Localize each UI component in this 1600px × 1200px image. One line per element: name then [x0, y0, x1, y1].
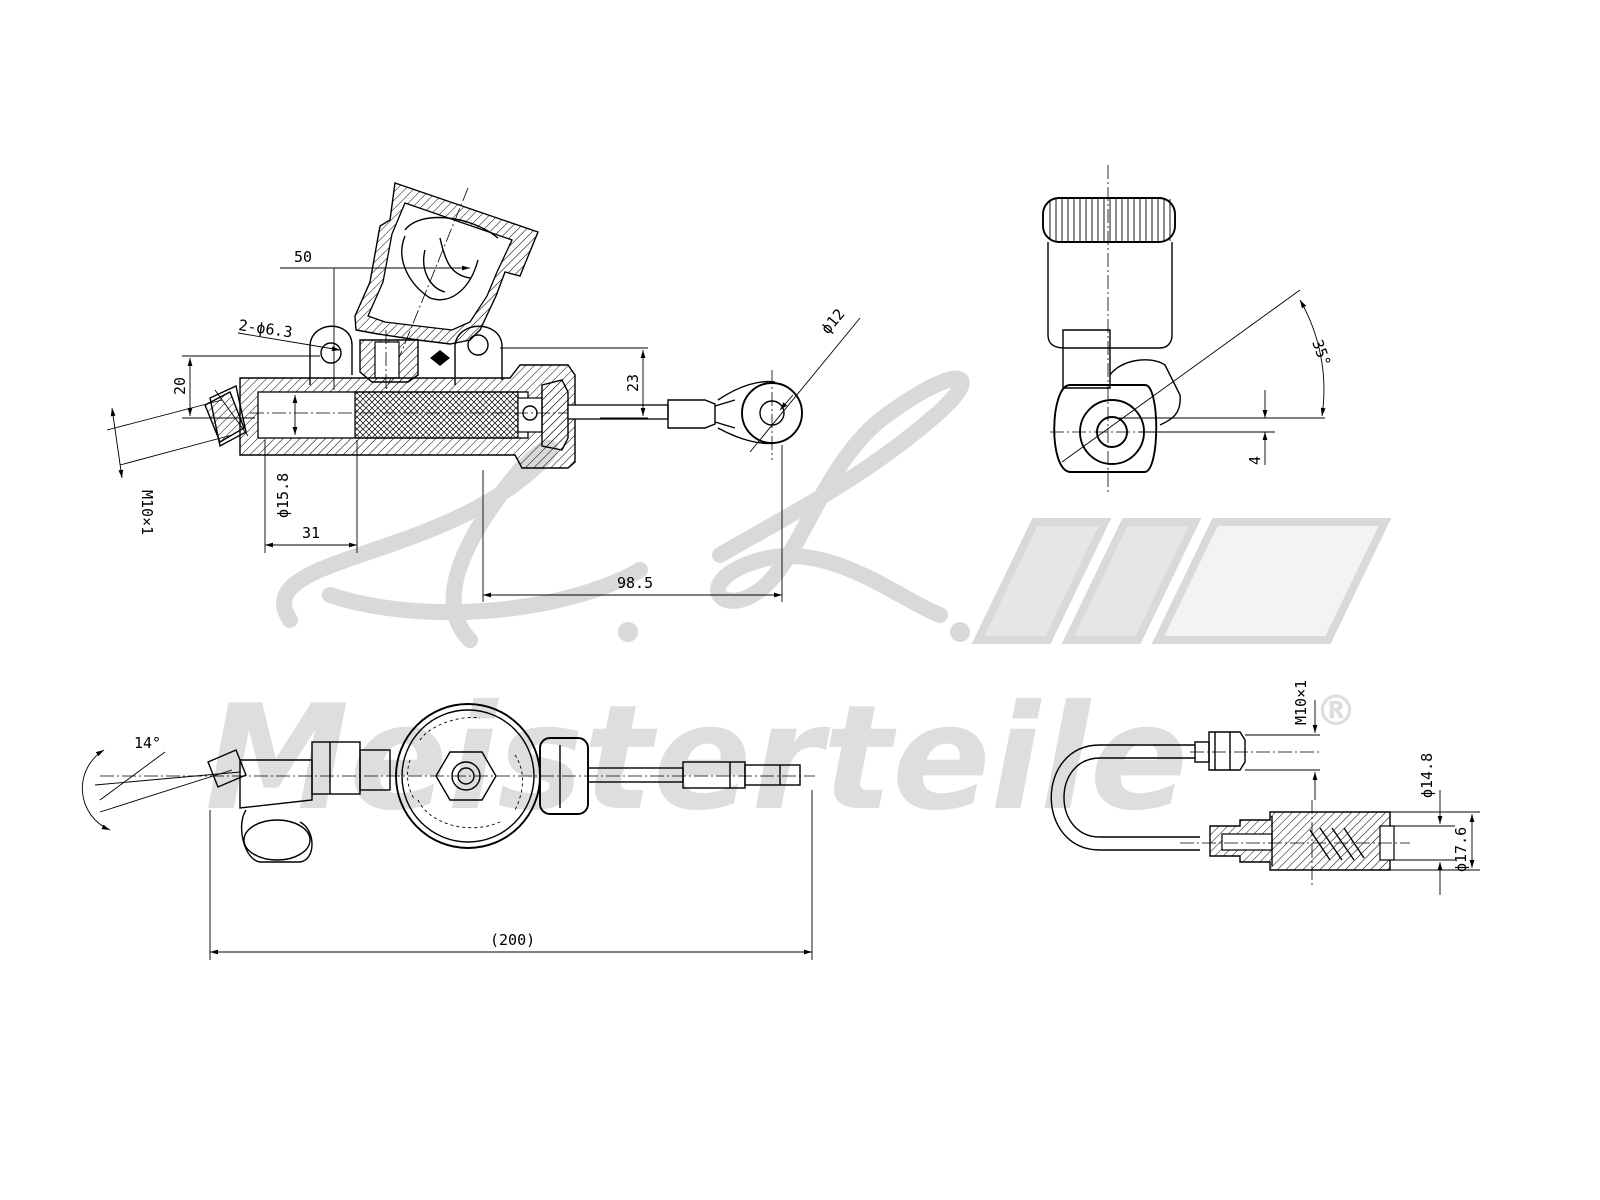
watermark-registered: ® [1315, 686, 1357, 735]
dim-31: 31 [302, 524, 320, 542]
cap-knurl [1049, 198, 1171, 242]
dim-98-5: 98.5 [617, 574, 653, 592]
dim-angle-14: 14° [134, 734, 161, 752]
end-view: 35° 4 [1042, 165, 1334, 495]
dim-angle-35: 35° [1308, 337, 1334, 369]
dim-50: 50 [294, 248, 312, 266]
watermark-brand: Meisterteile [205, 674, 1188, 843]
dim-m10-right: M10×1 [1292, 680, 1310, 725]
dim-phi14-8: ϕ14.8 [1418, 753, 1436, 798]
dim-m10-left: M10×1 [138, 490, 156, 535]
hose-view: M10×1 ϕ14.8 ϕ17.6 [1050, 680, 1480, 895]
dim-20: 20 [171, 377, 189, 395]
dim-phi15-8: ϕ15.8 [274, 473, 292, 518]
dim-23: 23 [624, 374, 642, 392]
dim-4: 4 [1246, 456, 1264, 465]
dim-200: (200) [490, 931, 535, 949]
cap-lettering [407, 717, 523, 829]
dim-phi12: ϕ12 [817, 305, 848, 337]
watermark: Meisterteile ® [205, 370, 1392, 843]
top-view: 14° (200) [81, 703, 815, 960]
section-view: 50 2-ϕ6.3 20 23 ϕ12 M10×1 ϕ15.8 31 98.5 [106, 182, 861, 602]
dim-phi17-6: ϕ17.6 [1452, 827, 1470, 872]
logo-bars [971, 518, 1392, 644]
dim-holes: 2-ϕ6.3 [237, 316, 293, 341]
